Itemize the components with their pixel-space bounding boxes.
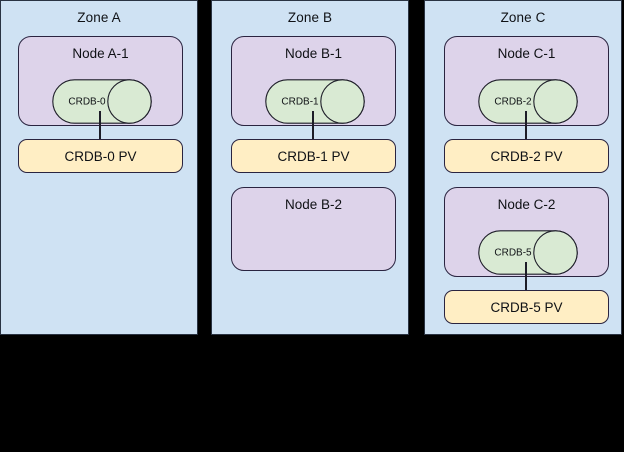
node-c-1[interactable]: Node C-1 CRDB-2 <box>444 36 609 126</box>
zone-a[interactable]: Zone A Node A-1 CRDB-0 CRDB-0 PV <box>0 0 198 335</box>
database-cylinder-icon[interactable]: CRDB-2 <box>478 79 578 124</box>
crdb-2-pv-label: CRDB-2 PV <box>490 148 563 164</box>
database-cylinder-icon[interactable]: CRDB-1 <box>265 79 365 124</box>
crdb-1-pv[interactable]: CRDB-1 PV <box>231 139 396 173</box>
node-a-1-title: Node A-1 <box>72 46 129 61</box>
zone-c-title: Zone C <box>500 10 546 25</box>
node-c-2-to-crdb-5-pv-connector <box>525 262 527 292</box>
crdb-0-pv[interactable]: CRDB-0 PV <box>18 139 183 173</box>
node-c-2-title: Node C-2 <box>497 197 556 212</box>
crdb-5-pv[interactable]: CRDB-5 PV <box>444 290 609 324</box>
zone-a-title: Zone A <box>77 10 121 25</box>
crdb-2-pv[interactable]: CRDB-2 PV <box>444 139 609 173</box>
crdb-0-pv-label: CRDB-0 PV <box>64 148 137 164</box>
zone-c[interactable]: Zone C Node C-1 CRDB-2 CRDB-2 PV Node C-… <box>424 0 622 335</box>
node-b-2[interactable]: Node B-2 <box>231 187 396 271</box>
node-c-1-to-crdb-2-pv-connector <box>525 111 527 141</box>
node-b-1-title: Node B-1 <box>284 46 343 61</box>
database-cylinder-icon[interactable]: CRDB-5 <box>478 230 578 275</box>
zone-b-title: Zone B <box>287 10 333 25</box>
node-a-1-to-crdb-0-pv-connector <box>99 111 101 141</box>
database-cylinder-icon[interactable]: CRDB-0 <box>52 79 152 124</box>
node-b-1-to-crdb-1-pv-connector <box>312 111 314 141</box>
zone-b[interactable]: Zone B Node B-1 CRDB-1 CRDB-1 PV Node B-… <box>211 0 409 335</box>
crdb-5-pv-label: CRDB-5 PV <box>490 299 563 315</box>
crdb-1-pv-label: CRDB-1 PV <box>277 148 350 164</box>
node-b-2-title: Node B-2 <box>284 197 343 212</box>
node-c-1-title: Node C-1 <box>497 46 556 61</box>
